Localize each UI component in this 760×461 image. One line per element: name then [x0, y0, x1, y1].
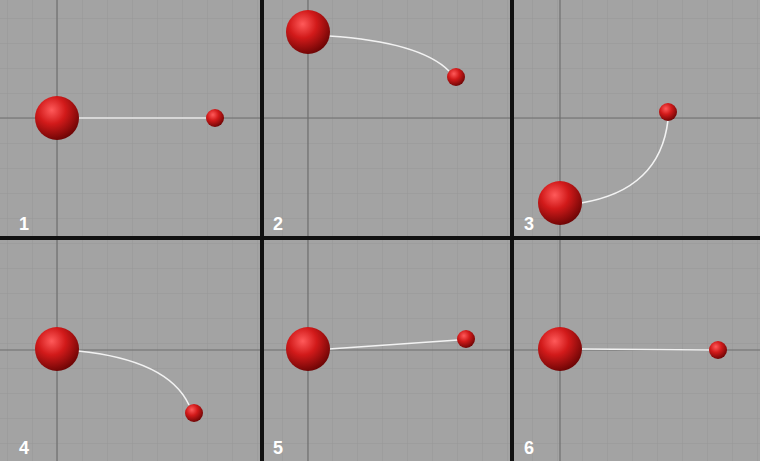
panel-number: 4: [19, 438, 29, 458]
spheres: [35, 10, 727, 422]
strings: [78, 36, 710, 405]
panel-number: 5: [273, 438, 283, 458]
panel-number: 2: [273, 214, 283, 234]
panel-number: 6: [524, 438, 534, 458]
panel-number: 1: [19, 214, 29, 234]
panel-number: 3: [524, 214, 534, 234]
